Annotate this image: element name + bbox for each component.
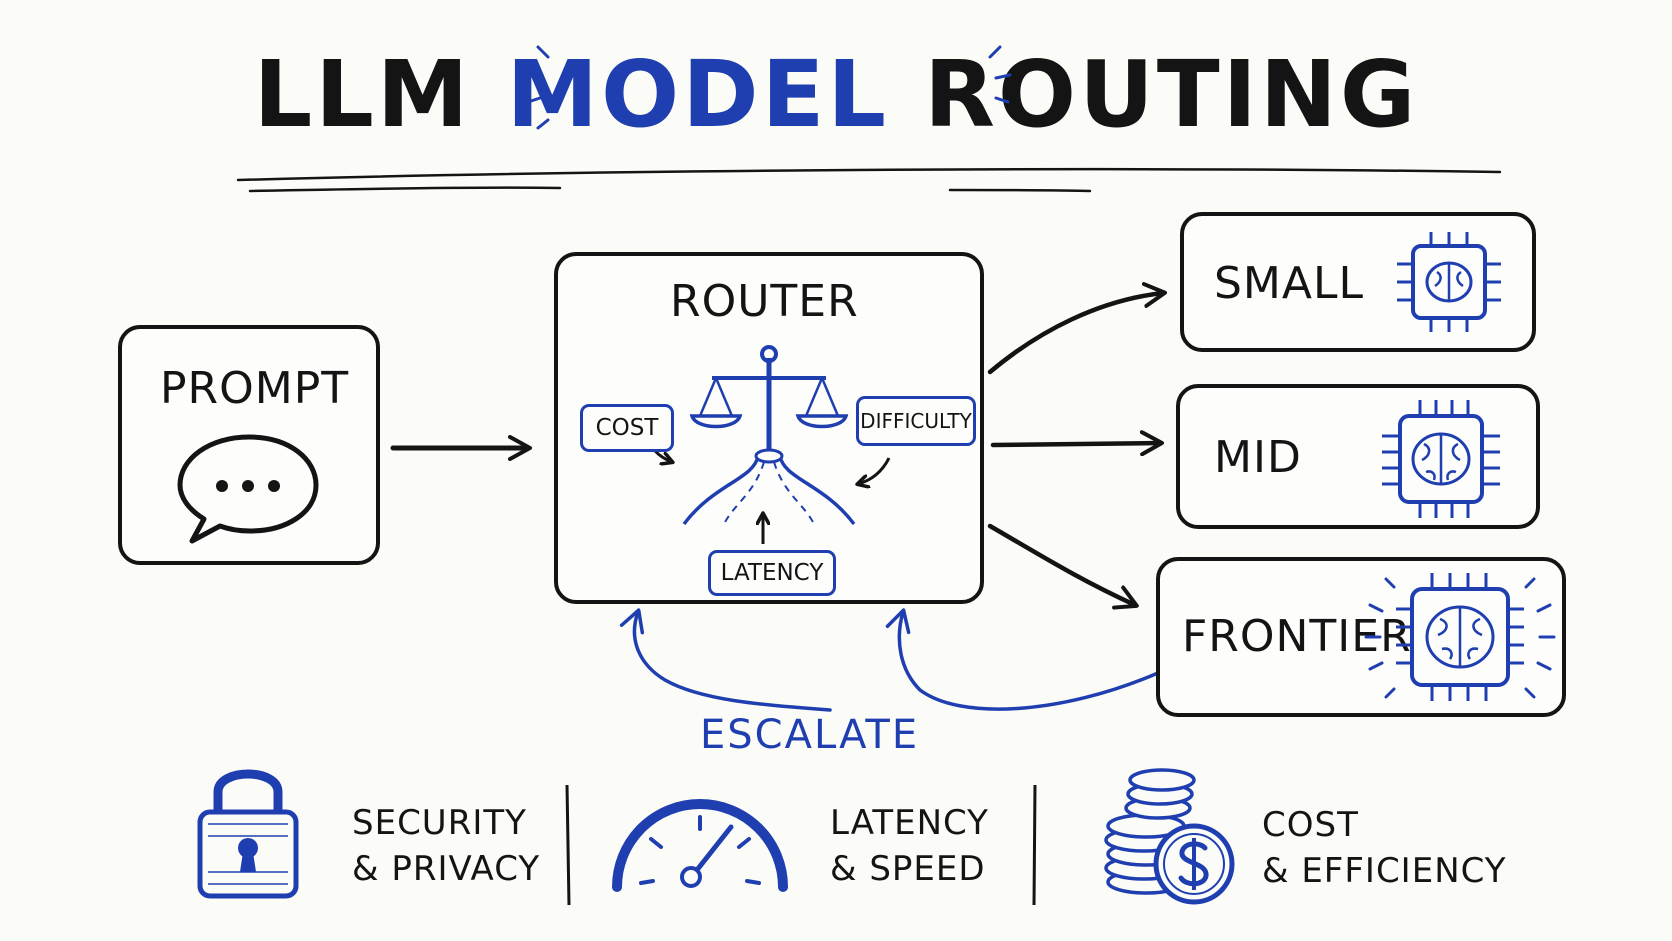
- brain-chip-mid-icon: [1382, 400, 1500, 518]
- factor-latency-pill: LATENCY: [708, 550, 836, 596]
- arrow-router-to-mid: [990, 430, 1164, 457]
- footer-security-line1: SECURITY: [352, 803, 527, 843]
- speedometer-icon: [612, 799, 788, 892]
- model-small-label: SMALL: [1214, 258, 1365, 309]
- footer-security-text: SECURITY & PRIVACY: [352, 800, 540, 892]
- footer-latency-line1: LATENCY: [830, 803, 989, 843]
- arrow-router-to-small: [987, 282, 1167, 375]
- footer-cost-line2: & EFFICIENCY: [1262, 851, 1507, 891]
- footer-divider-2: [1032, 784, 1037, 906]
- escalate-arrow-right: [885, 608, 1160, 711]
- coins-icon: [1104, 768, 1235, 905]
- title-underline: [236, 167, 1502, 193]
- footer-latency-text: LATENCY & SPEED: [830, 800, 989, 892]
- title-sparkles: [524, 45, 1012, 130]
- footer-cost-text: COST & EFFICIENCY: [1262, 802, 1507, 894]
- footer-divider-1: [565, 784, 571, 906]
- chat-bubble-icon: [177, 434, 319, 544]
- title-part-routing: ROUTING: [924, 41, 1419, 148]
- prompt-label: PROMPT: [160, 363, 350, 414]
- footer-security-line2: & PRIVACY: [352, 849, 541, 889]
- title-part-model: MODEL: [506, 41, 890, 148]
- model-frontier-box: FRONTIER: [1156, 557, 1566, 717]
- balance-scale-icon: [682, 345, 856, 526]
- router-label: ROUTER: [670, 276, 859, 327]
- model-mid-box: MID: [1176, 384, 1540, 529]
- escalate-label: ESCALATE: [700, 712, 920, 758]
- page-title: LLM MODEL ROUTING: [0, 40, 1672, 150]
- model-mid-label: MID: [1214, 432, 1302, 483]
- factor-cost-pill: COST: [580, 404, 674, 452]
- router-box: ROUTER COST DIFFICULTY LATENCY: [554, 252, 984, 604]
- model-small-box: SMALL: [1180, 212, 1536, 352]
- brain-chip-small-icon: [1397, 232, 1501, 332]
- title-part-llm: LLM: [253, 41, 472, 148]
- escalate-arrow-left: [619, 608, 832, 712]
- footer-latency-line2: & SPEED: [830, 849, 986, 889]
- factor-difficulty-pill: DIFFICULTY: [856, 396, 976, 446]
- arrow-router-to-frontier: [987, 523, 1139, 610]
- brain-chip-frontier-icon: [1364, 573, 1556, 701]
- padlock-icon: [197, 769, 299, 899]
- footer-cost-line1: COST: [1262, 805, 1359, 845]
- prompt-box: PROMPT: [118, 325, 380, 565]
